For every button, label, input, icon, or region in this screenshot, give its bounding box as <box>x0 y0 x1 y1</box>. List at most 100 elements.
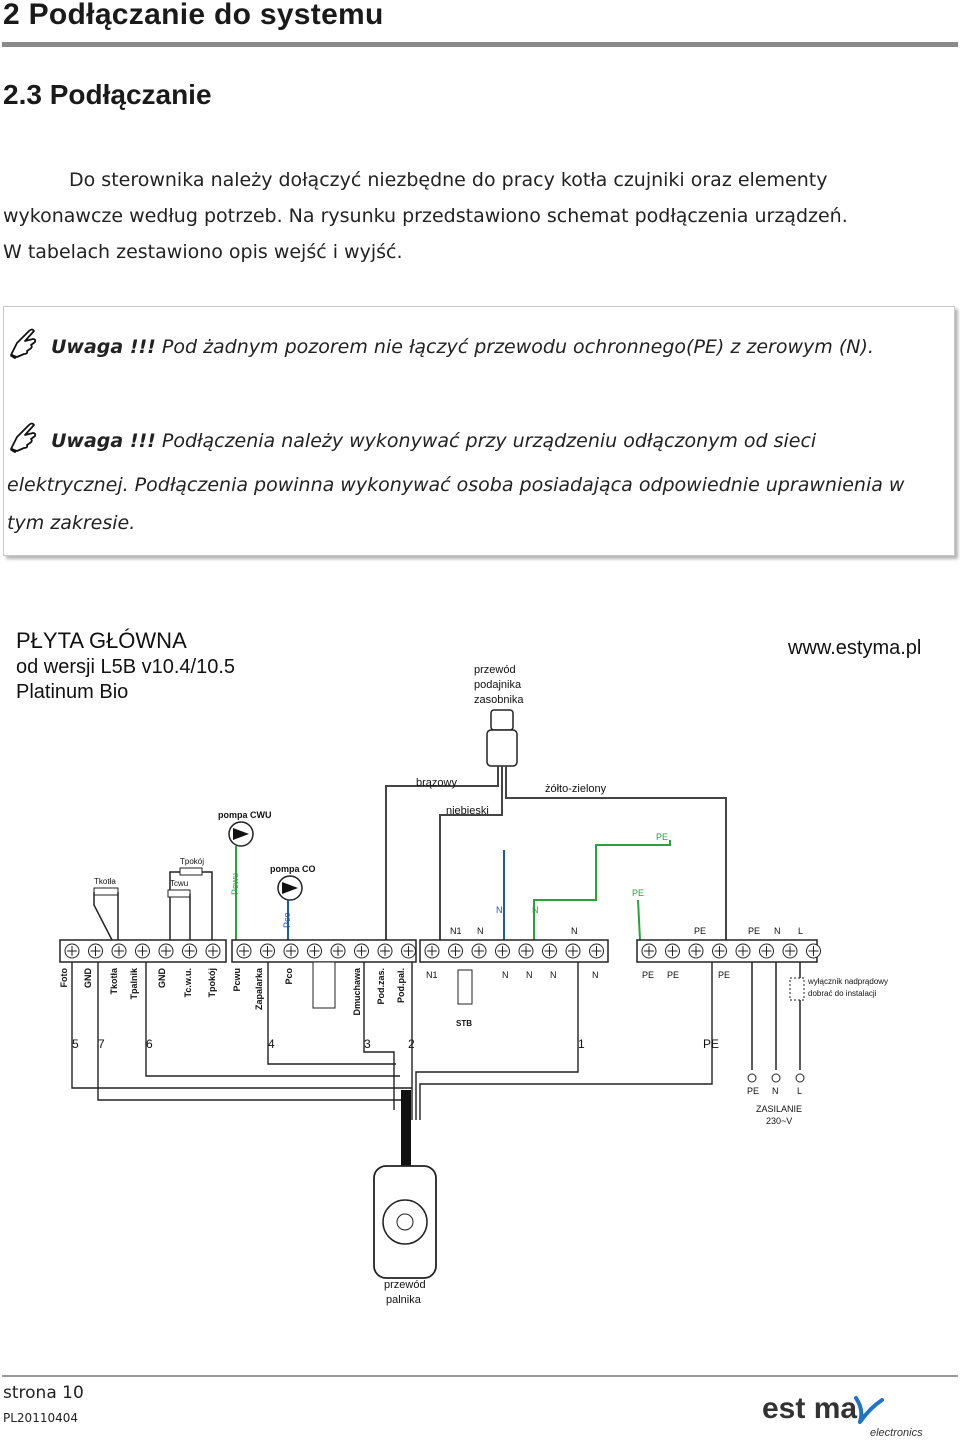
supply-title-2: 230~V <box>766 1116 792 1126</box>
label-pe-top-2: PE <box>748 926 760 936</box>
feeder-label-3: zasobnika <box>474 694 524 706</box>
feeder-label-2: podajnika <box>474 679 522 691</box>
warning-text-1: Pod żadnym pozorem nie łączyć przewodu o… <box>155 336 874 358</box>
terminal-label-left-5: Tc.w.u. <box>183 968 193 998</box>
wiring-schematic: PŁYTA GŁÓWNA od wersji L5B v10.4/10.5 Pl… <box>16 628 921 1306</box>
stb-element <box>457 969 473 1005</box>
terminal-label-left-2: Tkotła <box>109 967 119 994</box>
terminal-label-mid-4: Pod.zas. <box>376 968 386 1005</box>
logo-text: est ma <box>762 1392 857 1425</box>
warning-lead-1: Uwaga !!! <box>51 336 156 358</box>
diagram-title-1: PŁYTA GŁÓWNA <box>16 628 187 653</box>
label-pe-bottom-1: PE <box>642 970 654 980</box>
terminal-screws <box>64 943 821 959</box>
section-title: 2.3 Podłączanie <box>3 79 212 110</box>
pe-wire-green <box>533 840 671 940</box>
intro-line-1: Do sterownika należy dołączyć niezbędne … <box>69 169 828 191</box>
tpokoj-wire-b <box>202 871 213 940</box>
terminal-strip-n <box>419 939 609 963</box>
blue-wire <box>439 766 503 940</box>
diagram-title-3: Platinum Bio <box>16 681 128 703</box>
sensor-tpokoj <box>179 867 203 876</box>
supply-label-n: N <box>772 1086 779 1096</box>
feeder-plug-body <box>486 729 518 767</box>
tpokoj-wire-a <box>169 871 180 940</box>
supply-title-1: ZASILANIE <box>756 1104 802 1114</box>
label-pump-co: pompa CO <box>270 864 316 874</box>
intro-line-2: wykonawcze według potrzeb. Na rysunku pr… <box>3 205 848 227</box>
label-l-top: L <box>798 926 803 936</box>
sensor-tkotla <box>93 887 119 896</box>
logo-mark <box>854 1396 884 1424</box>
intro-line-3: W tabelach zestawiono opis wejść i wyjść… <box>3 241 403 263</box>
label-n-bottom-1: N <box>502 970 509 980</box>
supply-terminal-pe <box>747 1073 757 1083</box>
warning-note-2: Uwaga !!! Podłączenia należy wykonywać p… <box>7 419 952 542</box>
supply-terminal-l <box>795 1073 805 1083</box>
label-n-blue: N <box>496 905 503 915</box>
terminal-label-mid-2: Pco <box>284 968 294 985</box>
burner-label-1: przewód <box>384 1279 426 1291</box>
terminal-label-mid-3: Dmuchawa <box>352 967 362 1016</box>
brown-wire <box>385 766 499 940</box>
label-pcwu: Pcwu <box>230 873 240 895</box>
terminal-label-left-0: Foto <box>59 968 69 988</box>
label-n-bottom-4: N <box>592 970 599 980</box>
num-5: 5 <box>72 1037 79 1051</box>
terminal-label-left-6: Tpokój <box>207 968 217 998</box>
supply-label-pe: PE <box>747 1086 759 1096</box>
label-n-top-2: N <box>571 926 578 936</box>
terminal-label-left-4: GND <box>157 968 167 989</box>
pointing-hand-icon <box>7 325 51 372</box>
label-tpokoj: Tpokój <box>180 857 204 866</box>
tkotla-wire-a <box>93 892 113 941</box>
label-n1-bottom: N1 <box>426 970 438 980</box>
label-n-bottom-3: N <box>550 970 557 980</box>
warning-box: Uwaga !!! Pod żadnym pozorem nie łączyć … <box>3 306 955 556</box>
feeder-plug <box>490 709 514 731</box>
warning-note-1: Uwaga !!! Pod żadnym pozorem nie łączyć … <box>7 325 952 372</box>
burner-socket-center <box>396 1213 414 1231</box>
page-number: strona 10 <box>3 1383 84 1403</box>
diagram-website: www.estyma.pl <box>787 637 921 659</box>
feeder-label-1: przewód <box>474 664 516 676</box>
label-n-top-3: N <box>774 926 781 936</box>
num-1: 1 <box>578 1037 585 1051</box>
warning-text-2-line-2: elektrycznej. Podłączenia powinna wykony… <box>7 474 905 496</box>
num-6: 6 <box>146 1037 153 1051</box>
label-n1-top: N1 <box>450 926 462 936</box>
footer-rule <box>2 1375 958 1377</box>
warning-text-2-line-3: tym zakresie. <box>7 512 136 534</box>
label-n-top: N <box>477 926 484 936</box>
terminal-label-mid-5: Pod.pal. <box>396 968 406 1003</box>
supply-label-l: L <box>797 1086 802 1096</box>
label-pe-green: PE <box>656 832 668 842</box>
label-pump-cwu: pompa CWU <box>218 810 272 820</box>
breaker-symbol <box>789 977 805 1001</box>
num-7: 7 <box>98 1037 105 1051</box>
document-code: PL20110404 <box>3 1411 78 1425</box>
sensor-tcwu <box>167 889 191 898</box>
label-tkotla: Tkotła <box>94 877 116 886</box>
estyma-logo: est ma electronics <box>762 1392 923 1439</box>
terminal-label-mid-1: Zapalarka <box>254 967 264 1010</box>
pump-co-arrow <box>282 882 298 894</box>
green-wire-top <box>505 766 727 940</box>
diagram-title-2: od wersji L5B v10.4/10.5 <box>16 656 235 678</box>
warning-lead-2: Uwaga !!! <box>51 430 156 452</box>
warning-text-2: Podłączenia należy wykonywać przy urządz… <box>155 430 817 452</box>
label-n-green: N <box>532 905 539 915</box>
num-4: 4 <box>268 1037 275 1051</box>
pe-wire-green-2 <box>637 899 641 941</box>
label-pe-bottom-2: PE <box>667 970 679 980</box>
label-stb: STB <box>456 1019 472 1028</box>
breaker-label-1: wyłącznik nadprądowy <box>807 977 888 986</box>
label-pco: Pco <box>282 912 292 928</box>
terminal-label-left-3: Tpalnik <box>129 967 139 999</box>
chapter-title: 2 Podłączanie do systemu <box>3 0 384 31</box>
terminal-label-mid-0: Pcwu <box>232 968 242 992</box>
intro-paragraph: Do sterownika należy dołączyć niezbędne … <box>3 162 903 270</box>
burner-label-2: palnika <box>386 1294 422 1306</box>
label-green: żółto-zielony <box>545 783 607 795</box>
